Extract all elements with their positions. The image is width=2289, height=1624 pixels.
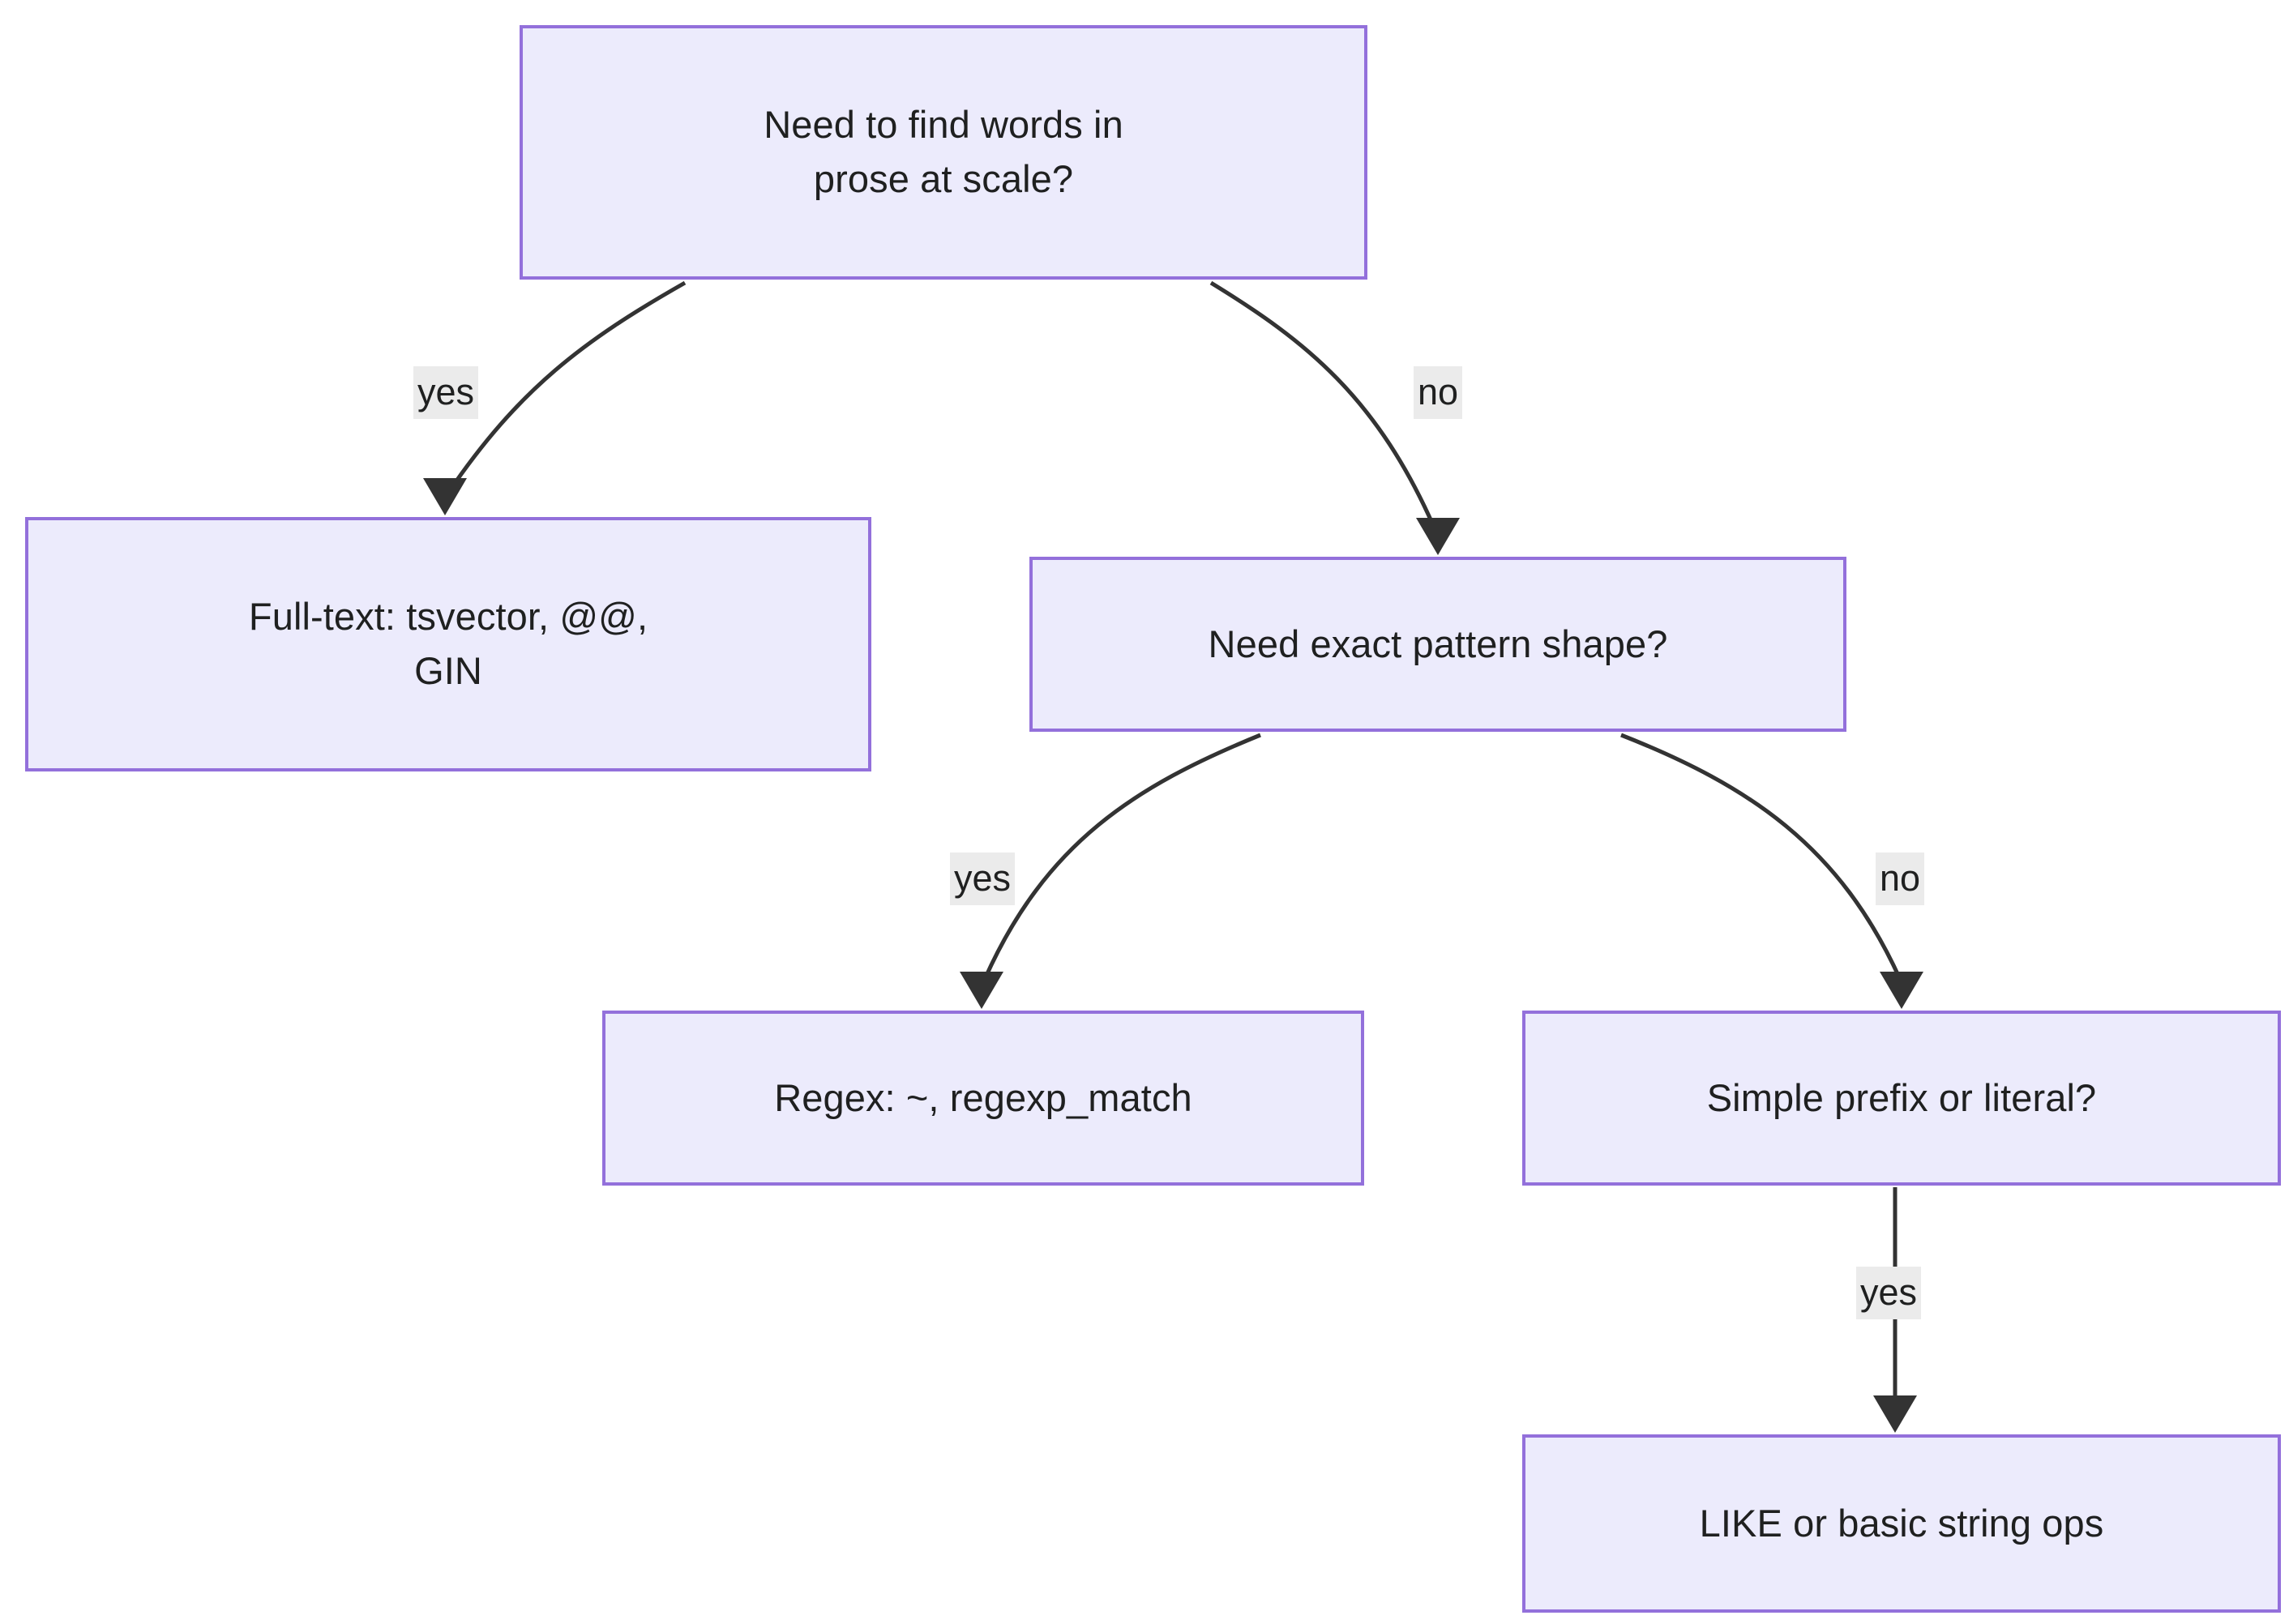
edge-label-pattern-yes-regex: yes [950, 853, 1016, 905]
edge-label-prefix-yes-like: yes [1856, 1267, 1922, 1319]
edge-root-yes-fulltext [446, 280, 687, 494]
edge-label-root-yes-fulltext: yes [413, 366, 479, 419]
node-prefix[interactable]: Simple prefix or literal? [1522, 1011, 2281, 1186]
node-regex[interactable]: Regex: ~, regexp_match [602, 1011, 1364, 1186]
edge-pattern-yes-regex [982, 733, 1261, 981]
arrowhead-root-no-pattern [1416, 518, 1460, 555]
node-root[interactable]: Need to find words in prose at scale? [520, 25, 1367, 280]
arrowhead-prefix-yes-like [1873, 1395, 1917, 1433]
edge-paths [423, 280, 1923, 1433]
arrowhead-pattern-no-prefix [1880, 972, 1923, 1009]
arrowhead-root-yes-fulltext [423, 478, 467, 515]
edge-root-no-pattern [1209, 280, 1439, 533]
arrowhead-pattern-yes-regex [960, 972, 1003, 1009]
node-fulltext[interactable]: Full-text: tsvector, @@, GIN [25, 517, 871, 771]
edge-label-root-no-pattern: no [1414, 366, 1463, 419]
edge-pattern-no-prefix [1620, 733, 1902, 981]
edge-label-pattern-no-prefix: no [1876, 853, 1925, 905]
node-pattern[interactable]: Need exact pattern shape? [1029, 557, 1846, 732]
node-like[interactable]: LIKE or basic string ops [1522, 1434, 2281, 1613]
